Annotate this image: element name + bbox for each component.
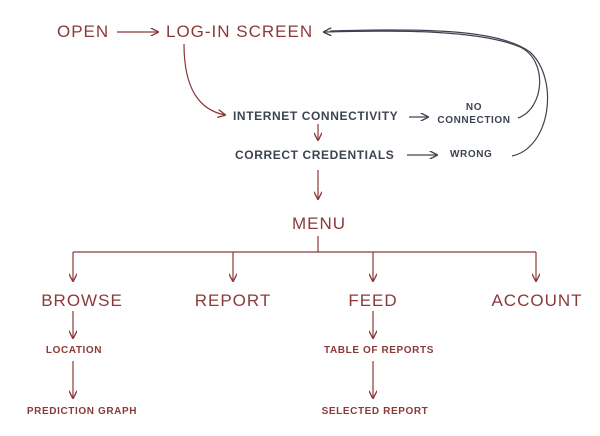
no-connection-node: NO CONNECTION (437, 101, 510, 127)
browse-node: BROWSE (41, 291, 123, 310)
no-connection-line-1: NO (465, 102, 483, 113)
selected-report-node: SELECTED REPORT (321, 406, 429, 417)
internet-connectivity-node: INTERNET CONNECTIVITY (233, 109, 399, 123)
no-connection-line-2: CONNECTION (437, 115, 511, 126)
account-node: ACCOUNT (491, 291, 583, 310)
feed-node: FEED (348, 291, 398, 310)
prediction-graph-node: PREDICTION GRAPH (26, 406, 138, 417)
wrong-node: WRONG (450, 149, 493, 160)
arrow-login-to-internet (183, 43, 225, 115)
menu-node: MENU (291, 214, 347, 233)
open-node: OPEN (57, 22, 110, 41)
table-of-reports-node: TABLE OF REPORTS (324, 345, 434, 356)
location-node: LOCATION (45, 345, 103, 356)
login-screen-node: LOG-IN SCREEN (166, 22, 314, 41)
report-node: REPORT (194, 291, 272, 310)
loop-wrong-to-login (329, 29, 549, 157)
loop-noconnection-to-login (324, 31, 541, 119)
correct-credentials-node: CORRECT CREDENTIALS (235, 148, 395, 162)
